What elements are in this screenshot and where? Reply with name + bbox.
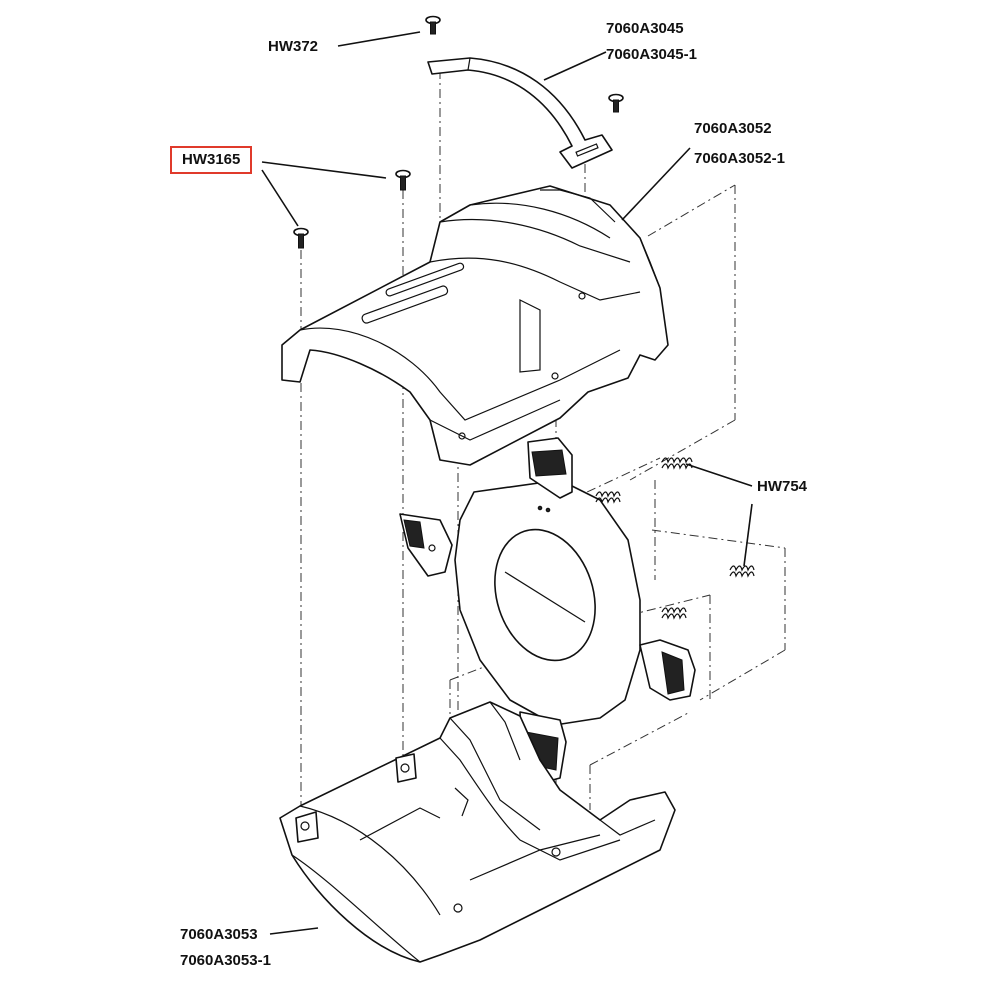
shutter-blade-left (399, 513, 453, 577)
label-top-shell: 7060A3052 (694, 120, 772, 137)
screw-hw372-right (608, 93, 624, 113)
label-top-shell-alt: 7060A3052-1 (694, 150, 785, 167)
screw-hw3165-a (395, 169, 411, 191)
label-hw3165-highlighted: HW3165 (170, 146, 253, 174)
spring-lower (661, 607, 687, 620)
label-bottom-shell-alt: 7060A3053-1 (180, 952, 271, 969)
screw-hw3165-b (293, 227, 309, 249)
spring-middle (595, 491, 621, 504)
spring-upper (661, 457, 693, 470)
screw-hw372-top (425, 15, 441, 35)
top-shell-part (281, 185, 669, 466)
label-hw372: HW372 (268, 38, 319, 55)
strap-part (427, 57, 613, 169)
label-strap: 7060A3045 (606, 20, 684, 37)
shutter-blade-right (639, 639, 696, 701)
spring-right (729, 565, 755, 578)
shutter-blade-top (527, 437, 573, 499)
label-bottom-shell: 7060A3053 (180, 926, 258, 943)
leader-lines (261, 31, 753, 935)
label-spring: HW754 (757, 478, 808, 495)
bottom-shell-part (279, 701, 676, 963)
iris-disc-part (454, 479, 641, 726)
label-strap-alt: 7060A3045-1 (606, 46, 697, 63)
